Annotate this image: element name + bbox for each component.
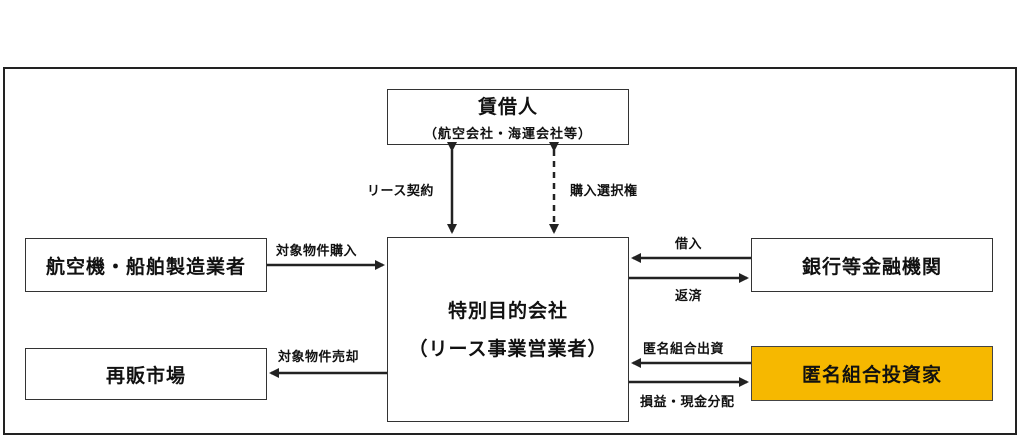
manufacturer-box: 航空機・船舶製造業者	[25, 238, 267, 292]
borrowing-label: 借入	[675, 237, 703, 252]
purchase-asset-label: 対象物件購入	[276, 244, 358, 259]
investor-box: 匿名組合投資家	[751, 346, 993, 401]
distribution-label: 損益・現金分配	[640, 395, 735, 410]
resale-market-title: 再販市場	[105, 364, 186, 387]
bank-title: 銀行等金融機関	[801, 255, 942, 278]
spc-line1: 特別目的会社	[447, 299, 568, 322]
purchase-option-label: 購入選択権	[570, 184, 638, 199]
lessee-subtitle: （航空会社・海運会社等）	[423, 127, 592, 142]
sell-asset-label: 対象物件売却	[278, 350, 360, 365]
manufacturer-title: 航空機・船舶製造業者	[45, 255, 246, 278]
lease-contract-label: リース契約	[367, 184, 434, 199]
investment-label: 匿名組合出資	[643, 342, 725, 357]
resale-market-box: 再販市場	[25, 348, 267, 400]
repayment-label: 返済	[675, 289, 703, 304]
lessee-box: 賃借人 （航空会社・海運会社等）	[387, 89, 629, 145]
spc-box: 特別目的会社 （リース事業営業者）	[387, 237, 629, 422]
diagram-frame	[3, 67, 1017, 435]
lessee-title: 賃借人	[477, 96, 538, 118]
investor-title: 匿名組合投資家	[801, 364, 942, 386]
spc-line2: （リース事業営業者）	[408, 337, 608, 360]
bank-box: 銀行等金融機関	[751, 238, 993, 292]
